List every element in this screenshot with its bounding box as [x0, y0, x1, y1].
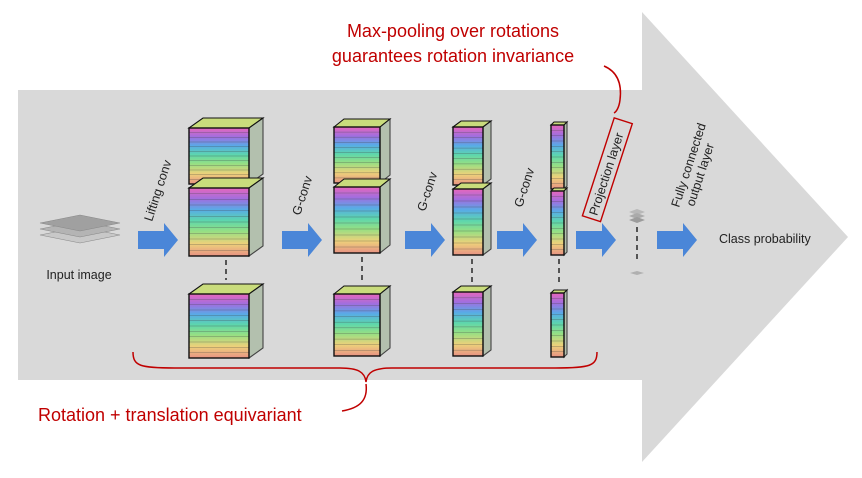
feature-block-gconv-3 [549, 120, 569, 359]
flow-arrows [138, 223, 697, 257]
block-front [334, 294, 380, 356]
feature-block-gconv-2 [451, 119, 493, 358]
block-outline [550, 190, 565, 256]
flow-arrow [138, 223, 178, 257]
block-side [379, 177, 391, 255]
equivariant-annotation: Rotation + translation equivariant [38, 405, 302, 425]
block-side [482, 119, 492, 187]
block-front [453, 292, 483, 356]
class-probability-label: Class probability [719, 232, 811, 246]
block-outline [188, 293, 250, 359]
block-outline [333, 186, 381, 254]
block-side [482, 284, 492, 358]
feature-map-blocks [187, 116, 569, 360]
equivariant-brace [132, 351, 598, 383]
flow-arrow [576, 223, 616, 257]
input-image-layer [39, 214, 121, 232]
maxpool-annotation-line2: guarantees rotation invariance [332, 46, 574, 66]
maxpool-annotation-line1: Max-pooling over rotations [347, 21, 559, 41]
block-front [334, 187, 380, 253]
block-outline [550, 292, 565, 358]
block-front [334, 127, 380, 183]
flow-arrow [497, 223, 537, 257]
block-side [379, 284, 391, 358]
block-side [248, 116, 264, 186]
block-front [453, 127, 483, 185]
block-outline [333, 293, 381, 357]
flow-arrow [282, 223, 322, 257]
maxpool-connector [603, 65, 622, 114]
block-outline [188, 187, 250, 257]
flow-arrow [657, 223, 697, 257]
feature-block-gconv-1 [332, 117, 392, 358]
block-outline [452, 291, 484, 357]
flow-arrow [405, 223, 445, 257]
feature-block-lifting [187, 116, 265, 360]
block-front [453, 189, 483, 255]
block-side [482, 181, 492, 257]
projected-output [629, 209, 645, 275]
input-image-stack [39, 214, 121, 244]
input-image-label: Input image [46, 268, 111, 282]
equivariant-connector [341, 383, 368, 412]
block-side [379, 117, 391, 185]
block-side [248, 282, 264, 360]
block-outline [452, 188, 484, 256]
block-side [248, 176, 264, 258]
